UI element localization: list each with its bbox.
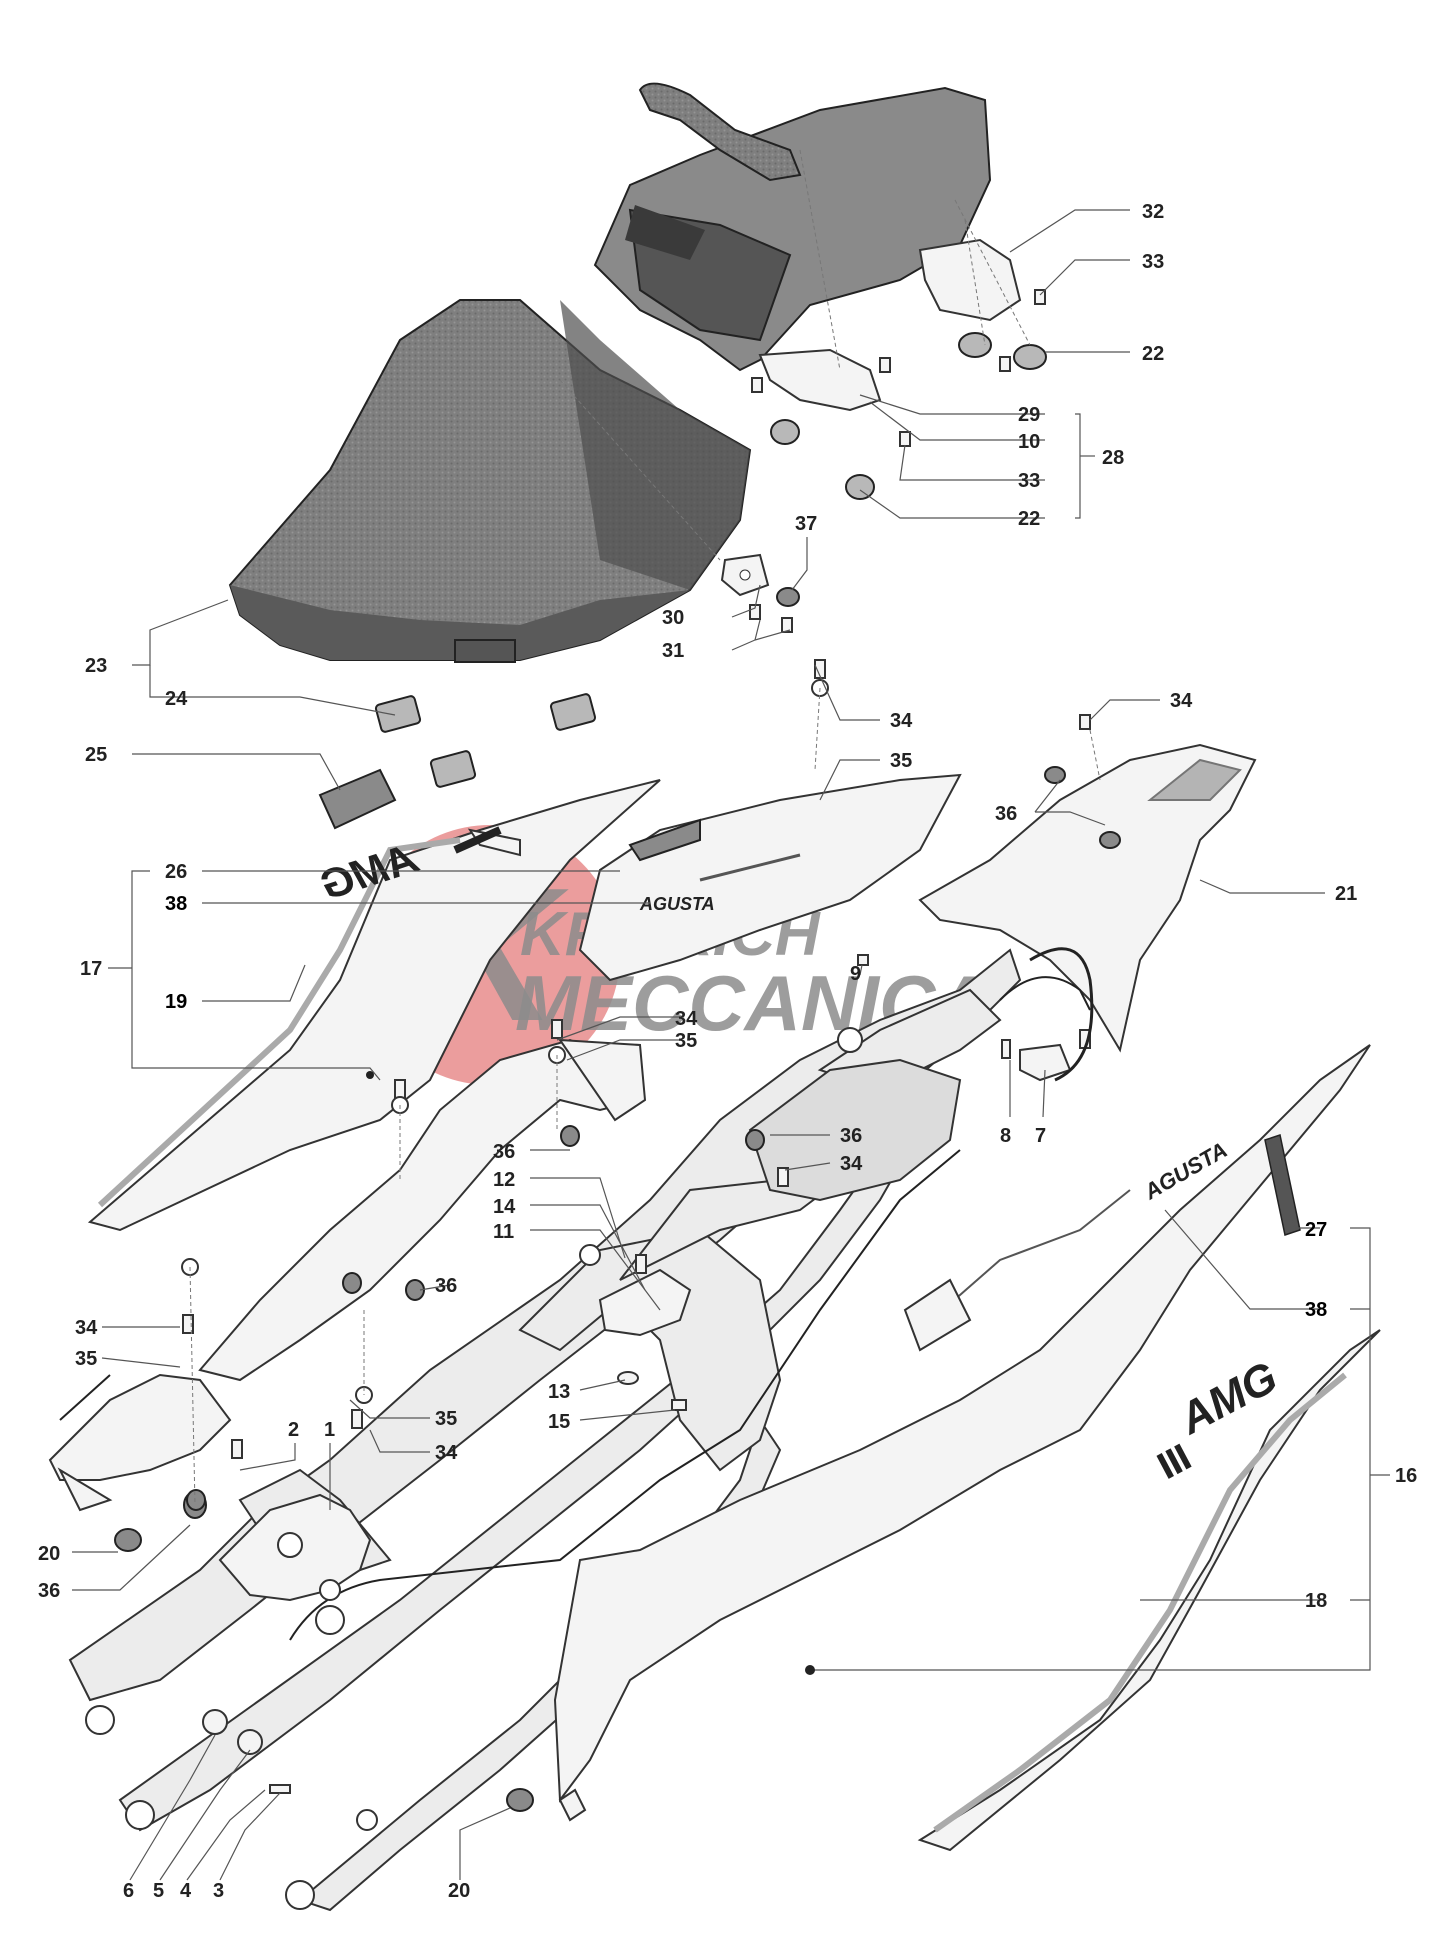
callout-6: 6 (123, 1880, 134, 1902)
callout-36a: 36 (995, 803, 1017, 825)
rubber-bumpers (114, 1491, 534, 1812)
callout-labels: 32 33 22 29 10 33 22 28 37 30 31 23 24 2… (38, 201, 1417, 1902)
callout-36b: 36 (493, 1141, 515, 1163)
right-decal-strip: AMG (917, 1329, 1381, 1852)
callout-8: 8 (1000, 1125, 1011, 1147)
callout-10: 10 (1018, 431, 1040, 453)
callout-38a: 38 (165, 893, 187, 915)
callout-22b: 22 (1018, 508, 1040, 530)
callout-28: 28 (1102, 447, 1124, 469)
callout-31: 31 (662, 640, 684, 662)
callout-26: 26 (165, 861, 187, 883)
callout-2: 2 (288, 1419, 299, 1441)
callout-20a: 20 (38, 1543, 60, 1565)
reflector (1264, 1134, 1301, 1236)
callout-36e: 36 (38, 1580, 60, 1602)
callout-27: 27 (1305, 1219, 1327, 1241)
callout-18: 18 (1305, 1590, 1327, 1612)
callout-13: 13 (548, 1381, 570, 1403)
callout-35c: 35 (75, 1348, 97, 1370)
callout-17: 17 (80, 958, 102, 980)
callout-38b: 38 (1305, 1299, 1327, 1321)
callout-5: 5 (153, 1880, 164, 1902)
mv-tail-decal: AGUSTA (639, 894, 715, 914)
callout-22a: 22 (1142, 343, 1164, 365)
callout-34a: 34 (890, 710, 913, 732)
tail-bracket (918, 714, 1257, 1053)
callout-32: 32 (1142, 201, 1164, 223)
rider-seat (228, 299, 752, 663)
callout-9: 9 (850, 963, 861, 985)
callout-34c: 34 (675, 1008, 698, 1030)
callout-36c: 36 (840, 1125, 862, 1147)
callout-35b: 35 (675, 1030, 697, 1052)
callout-34e: 34 (75, 1317, 98, 1339)
pillion-bracket (751, 238, 1047, 500)
callout-35a: 35 (890, 750, 912, 772)
callout-35d: 35 (435, 1408, 457, 1430)
callout-4: 4 (180, 1880, 192, 1902)
callout-36d: 36 (435, 1275, 457, 1297)
callout-33b: 33 (1018, 470, 1040, 492)
callout-21: 21 (1335, 883, 1357, 905)
right-amg-decal: AMG (1171, 1352, 1286, 1444)
assembly-lines (189, 149, 1101, 1506)
callout-12: 12 (493, 1169, 515, 1191)
callout-14: 14 (493, 1196, 516, 1218)
pillion-seat (593, 82, 992, 372)
callout-19: 19 (165, 991, 187, 1013)
callout-37: 37 (795, 513, 817, 535)
callout-15: 15 (548, 1411, 570, 1433)
callout-34f: 34 (435, 1442, 458, 1464)
callout-16: 16 (1395, 1465, 1417, 1487)
left-mid-panel (198, 1038, 647, 1382)
leader-lines (72, 209, 1390, 1881)
callout-7: 7 (1035, 1125, 1046, 1147)
callout-25: 25 (85, 744, 107, 766)
callout-20b: 20 (448, 1880, 470, 1902)
callout-33a: 33 (1142, 251, 1164, 273)
right-side-panel: AGUSTA (553, 1044, 1371, 1822)
callout-24: 24 (165, 688, 188, 710)
callout-3: 3 (213, 1880, 224, 1902)
callout-1: 1 (324, 1419, 335, 1441)
seat-rubbers (318, 693, 597, 830)
callout-30: 30 (662, 607, 684, 629)
callout-34d: 34 (840, 1153, 863, 1175)
callout-23: 23 (85, 655, 107, 677)
callout-29: 29 (1018, 404, 1040, 426)
tail-upper: AGUSTA (578, 773, 962, 982)
callout-34b: 34 (1170, 690, 1193, 712)
seat-hook (720, 553, 800, 633)
footpeg-bracket (218, 1493, 372, 1602)
callout-11: 11 (493, 1221, 514, 1243)
left-lower-panel (48, 1373, 232, 1512)
